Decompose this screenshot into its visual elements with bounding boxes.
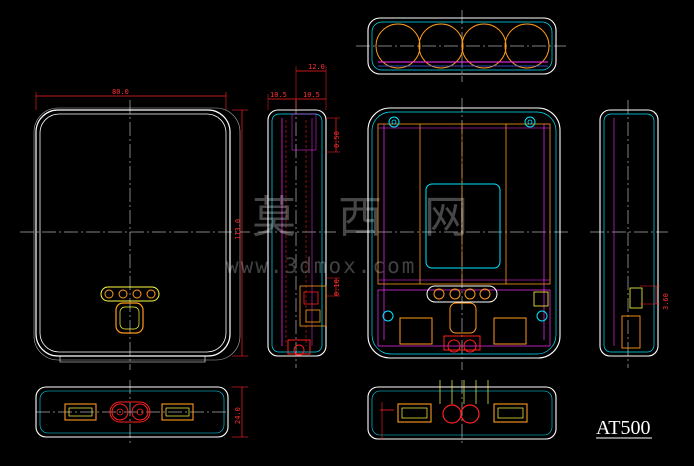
front-view: 80.0 113.0 <box>20 88 250 370</box>
right-side-view: 3.60 <box>590 100 670 368</box>
side-small-dimension: 0.10 <box>333 279 341 296</box>
watermark-logo-text: 莫 西 网 <box>252 192 482 243</box>
watermark: 莫 西 网 www.3dmox.com <box>226 192 482 278</box>
bottom-height-dimension: 24.0 <box>234 407 242 424</box>
side-view: 12.0 10.5 10.5 0.50 0.10 <box>258 63 341 368</box>
top-view-cells <box>356 10 566 82</box>
right-side-small-dimension: 3.60 <box>662 293 670 310</box>
side-offset-dimension: 0.50 <box>333 131 341 148</box>
usb-port-left <box>64 403 97 421</box>
front-width-dimension: 80.0 <box>112 88 129 96</box>
side-top-left-dimension: 10.5 <box>270 91 287 99</box>
internal-view <box>356 98 570 370</box>
bottom-internal-view <box>367 380 557 446</box>
watermark-url: www.3dmox.com <box>226 254 416 278</box>
side-top-total-dimension: 12.0 <box>308 63 325 71</box>
front-height-dimension: 113.0 <box>234 219 242 240</box>
power-button <box>115 302 144 334</box>
model-label: AT500 <box>596 417 650 439</box>
led-indicators <box>100 286 160 302</box>
side-top-right-dimension: 10.5 <box>303 91 320 99</box>
model-label-group: AT500 <box>596 417 652 439</box>
bottom-view: 24.0 <box>35 380 248 445</box>
usb-port-right <box>161 403 194 421</box>
